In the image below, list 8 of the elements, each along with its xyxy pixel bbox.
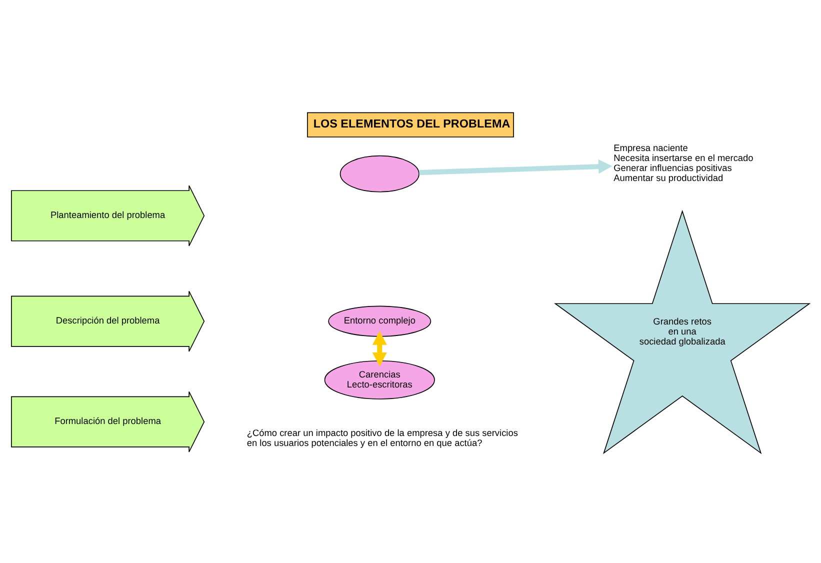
node-text: ¿Cómo crear un impacto positivo de la empresa y de sus servicios en los usuarios potenciales y en el entorno en que actúa? (246, 428, 518, 448)
node-text: Empresa naciente Necesita insertarse en el mercado Generar influencias positivas Aumentar su productividad (614, 143, 754, 184)
diagram-title: LOS ELEMENTOS DEL PROBLEMA (313, 118, 510, 131)
arrow (419, 159, 612, 176)
node-ellipse: Entorno complejo (328, 306, 432, 337)
node-ellipse (340, 155, 420, 192)
node-ellipse: Carencias Lecto-escritoras (324, 360, 435, 400)
arrow (372, 331, 387, 366)
